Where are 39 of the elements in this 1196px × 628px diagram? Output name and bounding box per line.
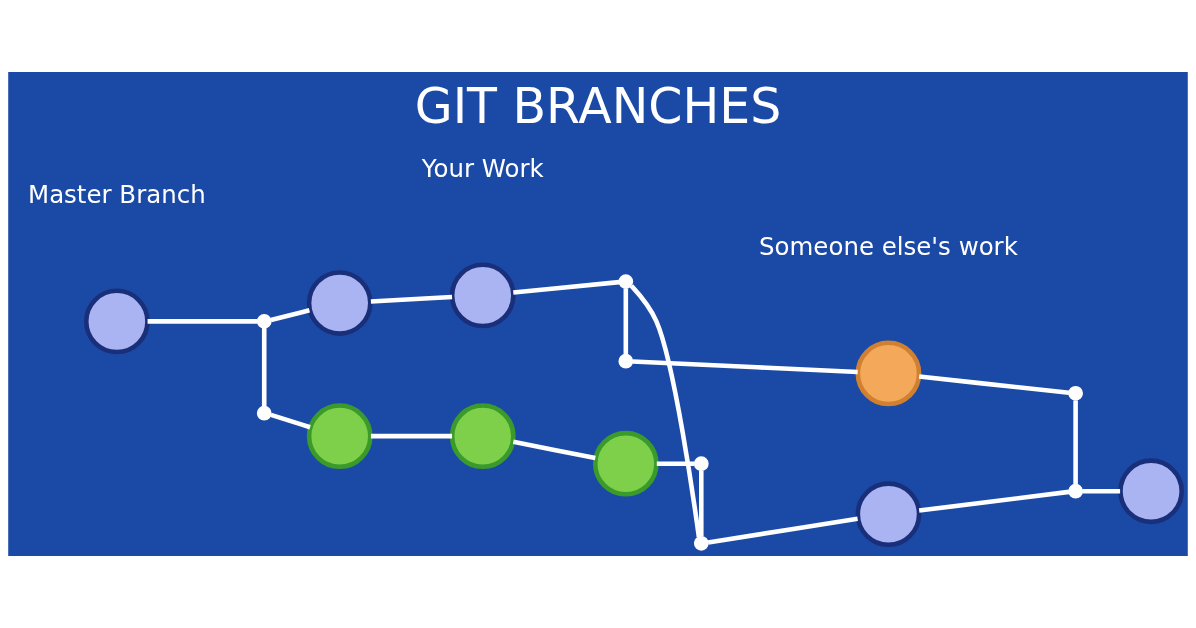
label: Master Branch bbox=[28, 180, 206, 210]
node-circle bbox=[306, 403, 373, 470]
node-dot bbox=[693, 535, 709, 551]
label: Your Work bbox=[421, 154, 544, 184]
connector bbox=[270, 412, 311, 430]
label: Someone else's work bbox=[759, 232, 1018, 262]
connector bbox=[513, 279, 620, 295]
connector bbox=[370, 294, 453, 304]
node-circle bbox=[306, 270, 373, 336]
node-dot bbox=[1068, 385, 1083, 401]
connector bbox=[1082, 488, 1121, 494]
node-dot bbox=[693, 456, 709, 472]
connector bbox=[261, 328, 267, 407]
connector bbox=[512, 439, 596, 461]
connector bbox=[918, 374, 1070, 396]
connector bbox=[707, 516, 858, 545]
connector bbox=[918, 489, 1070, 513]
node-dot bbox=[618, 274, 634, 289]
node-circle bbox=[449, 403, 516, 470]
node-circle bbox=[592, 430, 659, 497]
connector bbox=[370, 433, 453, 439]
node-dot bbox=[618, 353, 634, 369]
connector bbox=[632, 359, 858, 375]
node-circle bbox=[855, 340, 922, 407]
connector bbox=[629, 284, 702, 538]
node-circle bbox=[1118, 458, 1184, 525]
connector bbox=[623, 288, 629, 355]
node-dot bbox=[256, 314, 272, 329]
node-circle bbox=[855, 481, 922, 548]
connector bbox=[270, 308, 310, 323]
node-circle bbox=[83, 288, 150, 355]
node-circle bbox=[449, 262, 516, 329]
connector bbox=[147, 319, 258, 324]
connector bbox=[1073, 400, 1078, 485]
connector bbox=[656, 461, 695, 466]
diagram-title: GIT BRANCHES bbox=[414, 78, 782, 136]
node-dot bbox=[256, 405, 272, 421]
node-dot bbox=[1068, 483, 1083, 499]
connector bbox=[699, 470, 704, 537]
